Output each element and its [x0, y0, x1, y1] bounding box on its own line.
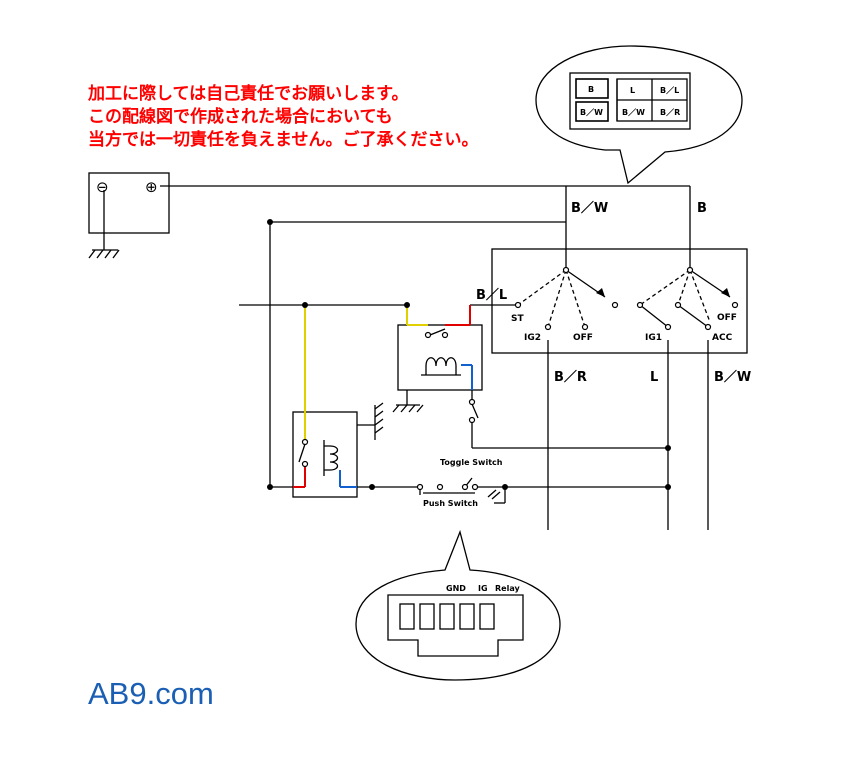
wire-label-b-top: B: [697, 201, 707, 216]
warning-line-1: 加工に際しては自己責任でお願いします。: [88, 84, 409, 104]
switch-label-off-right: OFF: [717, 313, 737, 323]
switch-label-ig2: IG2: [524, 333, 541, 343]
switch-label-off-left: OFF: [573, 333, 593, 343]
connector-bottom-relay: Relay: [495, 584, 520, 593]
switch-label-ig1: IG1: [645, 333, 662, 343]
battery: [88, 172, 170, 234]
connector-bottom-ig: IG: [478, 584, 488, 593]
connector-top-r1c2: L: [630, 86, 635, 95]
connector-top-r2c1: B／W: [580, 107, 603, 117]
wire-label-br-bottom: B／R: [554, 369, 587, 385]
connector-top-r2c2: B／W: [622, 107, 645, 117]
connector-top-r1c1: B: [588, 85, 594, 94]
warning-line-2: この配線図で作成された場合においても: [88, 107, 393, 127]
wire-label-bl: B／L: [476, 287, 507, 303]
lower-relay-box: [292, 411, 358, 498]
wire-label-bw-top: B／W: [571, 200, 608, 216]
top-connector: [569, 72, 691, 130]
bottom-connector: [387, 594, 524, 657]
switch-label-st: ST: [511, 314, 524, 324]
wire-label-l-bottom: L: [650, 370, 658, 385]
ignition-switch-box: [491, 248, 748, 354]
battery-positive-icon: ⊕: [145, 178, 158, 196]
connector-top-r1c3: B／L: [660, 85, 679, 95]
connector-top-r2c3: B／R: [660, 107, 680, 117]
wire-label-bw-bottom: B／W: [714, 369, 751, 385]
connector-bottom-gnd: GND: [446, 584, 466, 593]
brand-logo-text: AB9.com: [88, 676, 214, 711]
warning-line-3: 当方では一切責任を負えません。ご了承ください。: [88, 130, 479, 150]
toggle-switch-label: Toggle Switch: [440, 458, 503, 467]
push-switch-label: Push Switch: [423, 499, 478, 508]
battery-negative-icon: ⊖: [96, 178, 109, 196]
switch-label-acc: ACC: [712, 333, 733, 343]
